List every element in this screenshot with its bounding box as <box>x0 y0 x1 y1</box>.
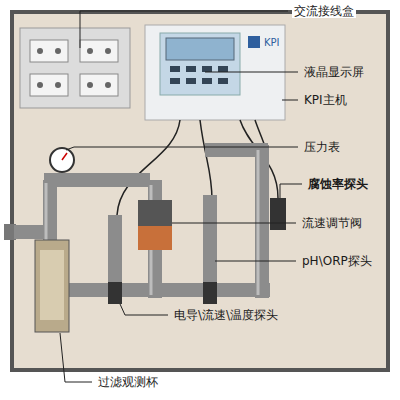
flow-valve-body <box>138 226 172 250</box>
part-label: 压力表 <box>302 140 342 154</box>
part-label: 液晶显示屏 <box>302 65 366 79</box>
part-label: pH\ORP探头 <box>300 254 374 268</box>
filter-cup <box>35 240 69 332</box>
gauge-needle <box>62 153 67 160</box>
ph-probe <box>203 282 217 304</box>
part-label: 腐蚀率探头 <box>306 177 370 191</box>
part-label: 过滤观测杯 <box>96 375 160 389</box>
pressure-gauge <box>50 148 74 172</box>
part-label: 电导\流速\温度探头 <box>172 308 280 322</box>
leader-lines <box>60 11 302 382</box>
junction-box <box>20 28 130 108</box>
part-label: KPI主机 <box>302 93 349 107</box>
part-label: 交流接线盒 <box>292 4 356 18</box>
flow-valve-head <box>138 200 172 226</box>
panel-board <box>12 12 388 370</box>
device-brand: KPI <box>262 36 282 50</box>
filter-cup-window <box>40 250 64 320</box>
conductivity-probe <box>108 282 122 304</box>
part-label: 流速调节阀 <box>300 216 364 230</box>
corrosion-probe <box>270 198 286 230</box>
